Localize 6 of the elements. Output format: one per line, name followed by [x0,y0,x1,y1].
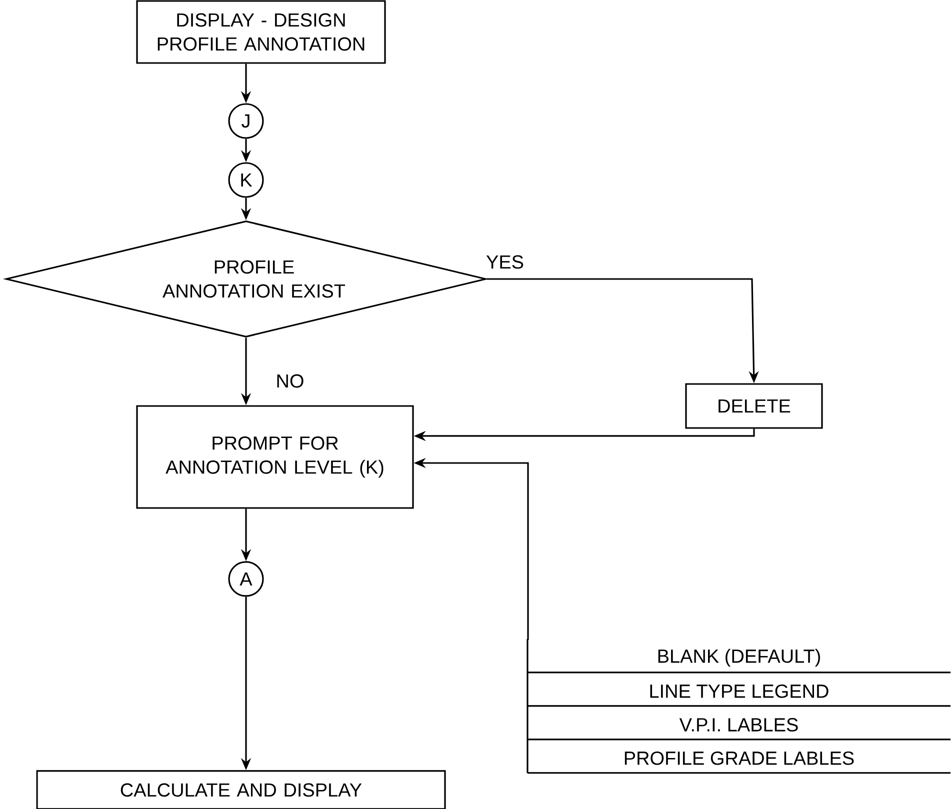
process-box: DISPLAY - DESIGN PROFILE ANNOTATION [136,0,386,64]
process-box: CALCULATE AND DISPLAY [36,770,446,809]
process-box: DELETE [685,383,823,429]
process-box: PROMPT FOR ANNOTATION LEVEL (K) [136,405,414,509]
edge-label: NO [274,373,306,389]
option-table: BLANK (DEFAULT) LINE TYPE LEGEND V.P.I. LABLES PROFILE GRADE LABLES [526,638,950,774]
